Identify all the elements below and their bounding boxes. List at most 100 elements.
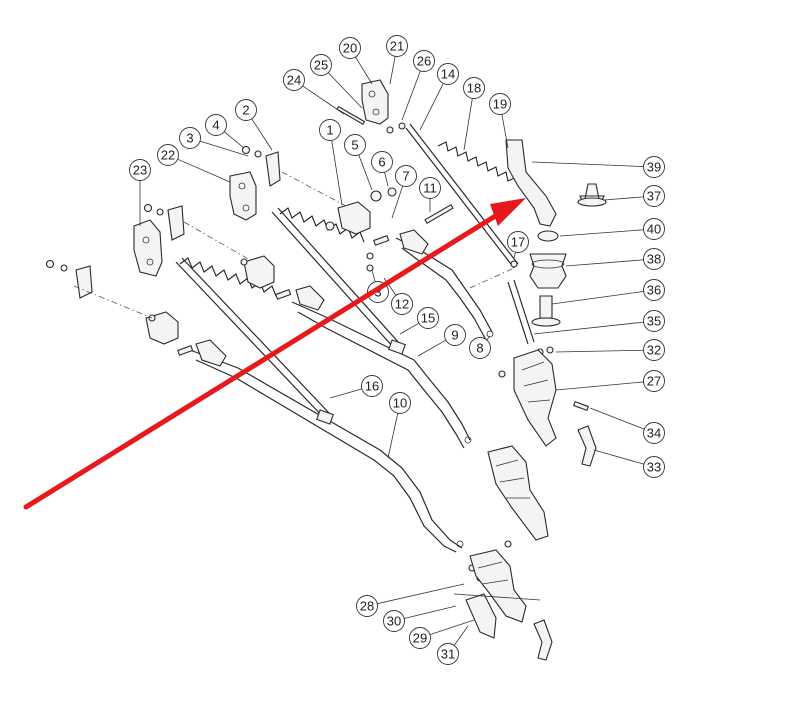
callout-number: 40: [647, 222, 661, 237]
leader-line: [513, 252, 516, 259]
callout-bubble: [157, 144, 179, 166]
callout-number: 3: [186, 131, 193, 146]
callout-34: 34: [589, 407, 665, 444]
callout-27: 27: [555, 370, 665, 392]
callout-11: 11: [419, 177, 441, 212]
callout-bubble: [437, 643, 459, 665]
hopper-parts: [505, 139, 607, 327]
callout-number: 34: [647, 426, 661, 441]
callout-bubble: [444, 324, 466, 346]
leader-line: [302, 85, 345, 115]
callout-number: 3: [374, 285, 381, 300]
callout-number: 15: [421, 311, 435, 326]
callout-38: 38: [565, 248, 665, 270]
callout-number: 9: [451, 328, 458, 343]
callout-number: 4: [212, 118, 219, 133]
callout-12: 12: [383, 277, 413, 315]
leader-line: [389, 56, 396, 85]
callout-15: 15: [399, 307, 439, 335]
callout-number: 37: [647, 189, 661, 204]
callout-bubble: [395, 165, 417, 187]
callout-20: 20: [339, 37, 373, 85]
callout-10: 10: [387, 392, 411, 459]
callout-number: 14: [441, 67, 455, 82]
callout-bubble: [419, 177, 441, 199]
callout-bubble: [310, 54, 332, 76]
callout-number: 33: [647, 460, 661, 475]
boots: [469, 349, 557, 623]
callout-bubble: [643, 339, 665, 361]
callout-bubble: [507, 231, 529, 253]
leader-line: [331, 140, 343, 206]
leader-line: [223, 131, 245, 149]
callout-number: 21: [390, 39, 404, 54]
callout-bubble: [361, 375, 383, 397]
leader-line: [559, 229, 644, 237]
callout-22: 22: [157, 144, 231, 183]
callout-3: 3: [179, 127, 249, 157]
callout-number: 27: [647, 374, 661, 389]
callout-bubble: [643, 156, 665, 178]
leader-line: [329, 388, 363, 399]
callout-number: 11: [423, 181, 437, 196]
leader-line: [327, 72, 363, 109]
callout-bubble: [389, 392, 411, 414]
callout-bubble: [643, 185, 665, 207]
leader-line: [399, 322, 420, 335]
callout-number: 18: [467, 81, 481, 96]
callout-6: 6: [371, 151, 393, 187]
leader-line: [419, 83, 444, 131]
leader-line: [603, 196, 644, 201]
callout-number: 23: [133, 163, 147, 178]
leader-line: [401, 70, 421, 121]
callout-number: 29: [413, 631, 427, 646]
callout-number: 19: [493, 97, 507, 112]
leader-line: [531, 161, 644, 167]
leader-line: [463, 98, 473, 151]
leader-line: [533, 321, 644, 335]
callout-number: 17: [511, 235, 525, 250]
callout-number: 31: [441, 647, 455, 662]
callout-number: 35: [647, 314, 661, 329]
callout-40: 40: [559, 218, 665, 240]
callout-1: 1: [319, 119, 343, 206]
callout-bubble: [235, 99, 257, 121]
callout-9: 9: [417, 324, 466, 357]
mount-plates: [133, 79, 389, 277]
callout-number: 39: [647, 160, 661, 175]
callout-bubble: [643, 422, 665, 444]
callout-7: 7: [391, 165, 417, 219]
shank-35: [507, 279, 535, 345]
leader-line: [555, 381, 644, 391]
pivot-brackets: [145, 201, 429, 367]
callout-number: 10: [393, 396, 407, 411]
arm-8: [395, 237, 494, 341]
callout-14: 14: [419, 63, 459, 131]
callout-29: 29: [409, 619, 475, 649]
leader-line: [404, 605, 457, 619]
callout-30: 30: [383, 605, 457, 632]
leader-line: [565, 259, 644, 267]
callout-number: 26: [417, 54, 431, 69]
leader-line: [391, 185, 404, 219]
callout-bubble: [469, 337, 491, 359]
leader-line: [251, 118, 273, 151]
alignment-lines: [73, 171, 515, 319]
callout-37: 37: [603, 185, 665, 207]
leader-line: [593, 449, 645, 465]
callout-number: 8: [476, 341, 483, 356]
callout-bubble: [339, 37, 361, 59]
callout-28: 28: [356, 583, 465, 617]
callout-31: 31: [437, 625, 469, 665]
leader-line: [355, 56, 373, 85]
callout-bubble: [437, 63, 459, 85]
leader-line: [377, 583, 465, 605]
callout-bubble: [319, 119, 341, 141]
callout-bubble: [129, 159, 151, 181]
callout-4: 4: [205, 114, 245, 149]
callout-bubble: [205, 114, 227, 136]
callout-bubble: [643, 456, 665, 478]
leader-line: [486, 335, 491, 341]
